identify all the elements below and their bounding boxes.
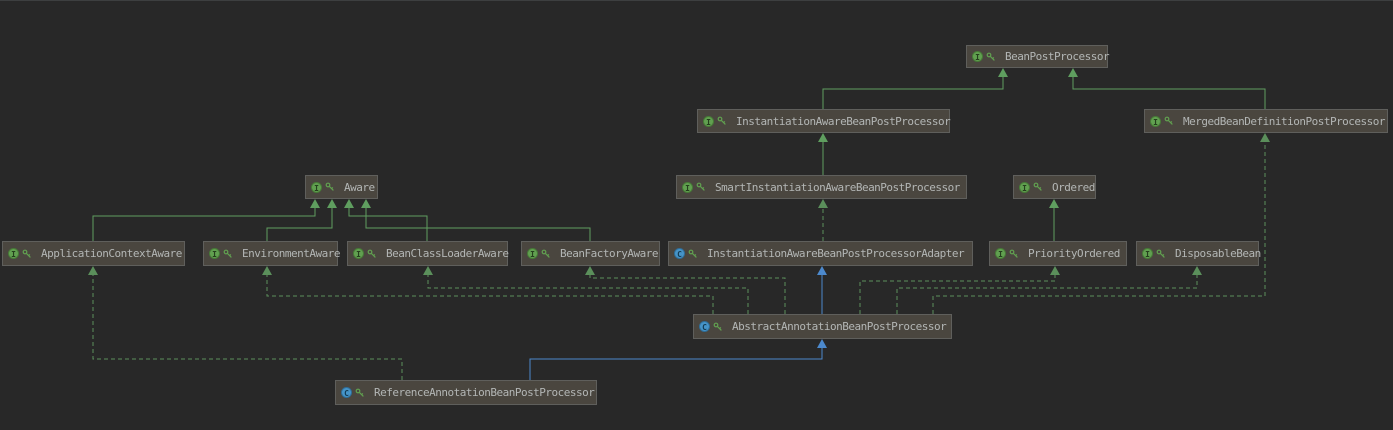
public-key-icon <box>22 249 31 258</box>
edge-applicationcontextaware-aware <box>92 199 320 241</box>
class-node-applicationcontextaware[interactable]: I ApplicationContextAware <box>2 241 185 266</box>
class-name-label: ReferenceAnnotationBeanPostProcessor <box>374 386 595 399</box>
edge-abstractannotationbeanpostprocessor-beanclassloaderaware <box>423 266 749 314</box>
class-node-beanfactoryaware[interactable]: I BeanFactoryAware <box>521 241 660 266</box>
interface-icon: I <box>209 248 220 259</box>
class-name-label: InstantiationAwareBeanPostProcessorAdapt… <box>707 247 965 260</box>
class-name-label: Aware <box>344 180 375 194</box>
edge-referenceannotationbeanpostprocessor-applicationcontextaware <box>88 266 403 380</box>
public-key-icon <box>1009 249 1018 258</box>
edge-referenceannotationbeanpostprocessor-abstractannotationbeanpostprocessor <box>529 339 827 380</box>
public-key-icon <box>696 182 705 191</box>
class-name-label: AbstractAnnotationBeanPostProcessor <box>732 320 947 333</box>
class-name-label: DisposableBean <box>1175 247 1261 260</box>
public-key-icon <box>713 322 722 331</box>
interface-icon: I <box>527 248 538 259</box>
interface-icon: I <box>8 248 19 259</box>
class-node-ordered[interactable]: I Ordered <box>1013 175 1096 199</box>
class-name-label: BeanClassLoaderAware <box>386 247 509 260</box>
interface-icon: I <box>995 248 1006 259</box>
public-key-icon <box>1164 116 1173 125</box>
class-node-referenceannotationbeanpostprocessor[interactable]: C ReferenceAnnotationBeanPostProcessor <box>335 380 597 405</box>
class-icon: C <box>699 321 710 332</box>
class-name-label: ApplicationContextAware <box>41 247 182 260</box>
edge-environmentaware-aware <box>266 199 337 241</box>
interface-icon: I <box>703 115 714 127</box>
class-icon: C <box>341 387 352 398</box>
public-key-icon <box>717 116 726 125</box>
class-name-label: Ordered <box>1052 180 1095 194</box>
class-node-environmentaware[interactable]: I EnvironmentAware <box>203 241 340 266</box>
public-key-icon <box>355 388 364 397</box>
edge-priorityordered-ordered <box>1049 199 1059 241</box>
public-key-icon <box>1033 182 1042 191</box>
interface-icon: I <box>1150 115 1161 127</box>
public-key-icon <box>688 249 697 258</box>
class-node-mergedbeandefinitionpostprocessor[interactable]: I MergedBeanDefinitionPostProcessor <box>1144 109 1388 133</box>
class-name-label: InstantiationAwareBeanPostProcessor <box>736 114 951 128</box>
class-node-beanpostprocessor[interactable]: I BeanPostProcessor <box>966 45 1110 68</box>
edge-abstractannotationbeanpostprocessor-disposablebean <box>896 266 1202 314</box>
class-node-instantiationawarebeanpostprocessoradapter[interactable]: C InstantiationAwareBeanPostProcessorAda… <box>668 241 973 266</box>
class-node-abstractannotationbeanpostprocessor[interactable]: C AbstractAnnotationBeanPostProcessor <box>693 314 952 339</box>
class-name-label: EnvironmentAware <box>242 247 340 260</box>
interface-icon: I <box>311 181 322 193</box>
public-key-icon <box>367 249 376 258</box>
edge-beanclassloaderaware-aware <box>344 199 428 241</box>
interface-icon: I <box>1019 181 1030 193</box>
class-name-label: SmartInstantiationAwareBeanPostProcessor <box>715 180 960 194</box>
class-node-smartinstantiationawarebeanpostprocessor[interactable]: I SmartInstantiationAwareBeanPostProcess… <box>676 175 967 199</box>
edge-abstractannotationbeanpostprocessor-priorityordered <box>859 266 1060 314</box>
class-name-label: PriorityOrdered <box>1028 247 1120 260</box>
interface-icon: I <box>1142 248 1153 259</box>
edge-abstractannotationbeanpostprocessor-adapter <box>817 266 827 314</box>
class-icon: C <box>674 248 685 259</box>
edge-abstractannotationbeanpostprocessor-mergedbeandefinitionpostprocessor <box>932 133 1270 314</box>
public-key-icon <box>223 249 232 258</box>
interface-icon: I <box>682 181 693 193</box>
edge-abstractannotationbeanpostprocessor-beanfactoryaware <box>585 266 786 314</box>
edge-beanfactoryaware-aware <box>361 199 591 241</box>
class-name-label: BeanFactoryAware <box>560 247 658 260</box>
edge-instantiationawarebeanpostprocessor-beanpostprocessor <box>822 68 1008 109</box>
class-node-beanclassloaderaware[interactable]: I BeanClassLoaderAware <box>347 241 509 266</box>
public-key-icon <box>325 182 334 191</box>
interface-icon: I <box>972 51 983 62</box>
public-key-icon <box>986 52 995 61</box>
class-node-disposablebean[interactable]: I DisposableBean <box>1136 241 1261 266</box>
public-key-icon <box>541 249 550 258</box>
class-name-label: MergedBeanDefinitionPostProcessor <box>1183 114 1386 128</box>
edge-abstractannotationbeanpostprocessor-environmentaware <box>262 266 714 314</box>
public-key-icon <box>1156 249 1165 258</box>
edge-mergedbeandefinitionpostprocessor-beanpostprocessor <box>1068 68 1266 109</box>
edge-smartinstantiationawarebeanpostprocessor-instantiationawarebeanpostprocessor <box>818 133 828 175</box>
class-node-instantiationawarebeanpostprocessor[interactable]: I InstantiationAwareBeanPostProcessor <box>697 109 951 133</box>
edge-adapter-smartinstantiationawarebeanpostprocessor <box>818 199 828 241</box>
class-node-priorityordered[interactable]: I PriorityOrdered <box>989 241 1127 266</box>
class-name-label: BeanPostProcessor <box>1005 50 1110 63</box>
interface-icon: I <box>353 248 364 259</box>
class-node-aware[interactable]: I Aware <box>305 175 378 199</box>
